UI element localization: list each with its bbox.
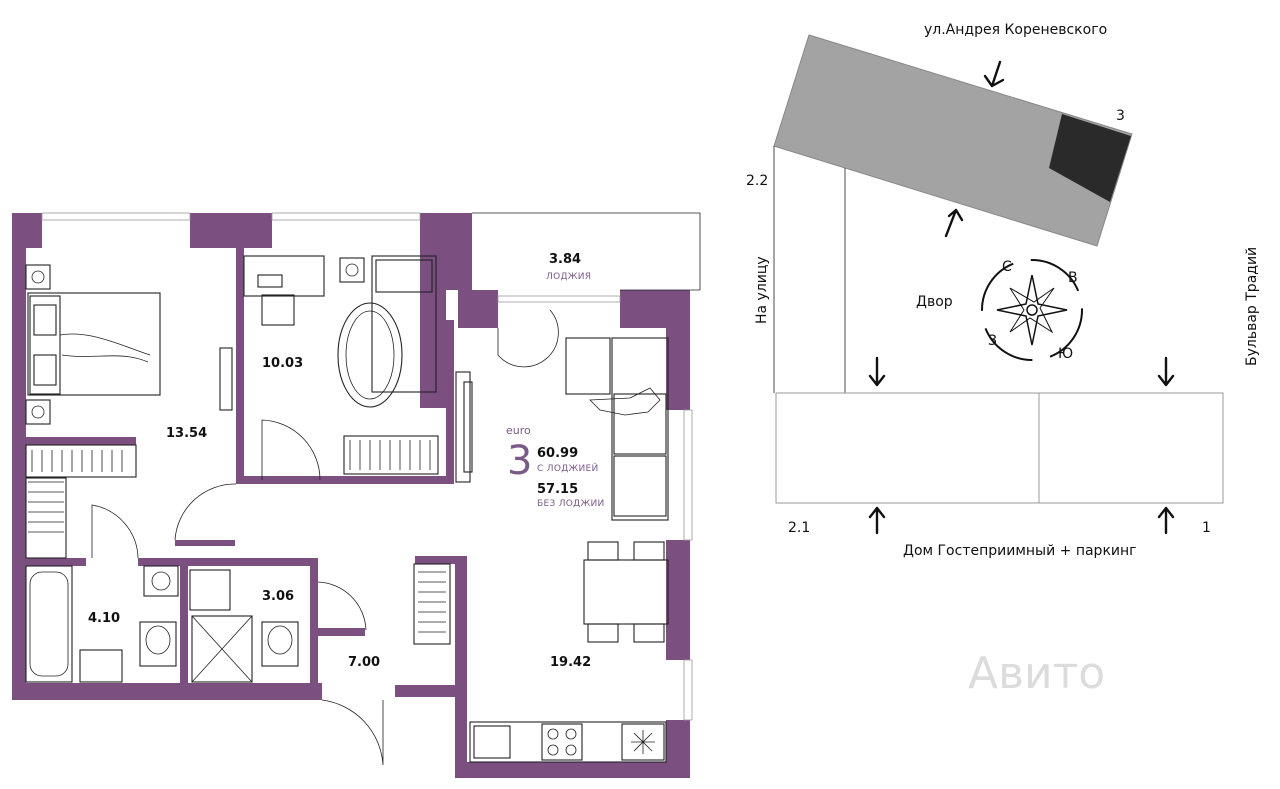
lower-building-left [775,392,1040,504]
loggia-area: 3.84 [549,252,581,267]
entrance-21-label: 2.1 [788,520,810,536]
area-without-loggia-caption: БЕЗ ЛОДЖИИ [537,499,605,509]
site-plan: С В Ю З ул.Андрея Кореневского Двор Дом … [746,22,1260,699]
yard-boundary [773,146,846,393]
highlighted-section [1049,114,1131,202]
room-labels: 13.54 10.03 3.84 ЛОДЖИЯ 19.42 4.10 3.06 … [88,252,591,670]
outer-walls [12,213,690,778]
bedroom-2-area: 10.03 [262,356,303,371]
loggia-outline [472,212,701,291]
lower-building-right [1038,392,1224,504]
entrance-22-label: 2.2 [746,173,768,189]
doors [91,309,559,766]
street-top-label: ул.Андрея Кореневского [924,22,1107,38]
compass-south: Ю [1058,346,1073,362]
interior-walls [26,244,467,688]
area-with-loggia-caption: С ЛОДЖИЕЙ [537,462,599,474]
watermark: Авито [968,648,1105,699]
bathroom-area: 4.10 [88,611,120,626]
street-left-label: На улицу [754,256,770,324]
bedroom-1-furniture [25,264,233,559]
entrance-arrows [868,60,1175,535]
yard-label: Двор [916,294,953,310]
street-right-label: Бульвар Традий [1244,247,1260,366]
shower-area: 3.06 [262,589,294,604]
floor-plan: 13.54 10.03 3.84 ЛОДЖИЯ 19.42 4.10 3.06 … [12,212,701,778]
apartment-class: euro [506,424,531,437]
compass-west: З [988,333,997,349]
compass-east: В [1068,270,1078,286]
hall-area: 7.00 [348,655,380,670]
bedroom-1-area: 13.54 [166,426,207,441]
living-furniture [413,337,669,763]
compass-rose: С В Ю З [981,259,1083,362]
entrance-3-label: 3 [1116,108,1125,124]
apartment-summary: euro 3 60.99 С ЛОДЖИЕЙ 57.15 БЕЗ ЛОДЖИИ [506,424,605,509]
main-building [773,34,1133,247]
loggia-caption: ЛОДЖИЯ [546,272,591,282]
living-area: 19.42 [550,655,591,670]
bathroom-furniture [25,565,299,683]
bedroom-2-furniture [243,255,439,475]
area-with-loggia: 60.99 [537,446,578,461]
entrance-1-label: 1 [1202,520,1211,536]
compass-north: С [1002,259,1012,275]
apartment-rooms: 3 [507,438,532,484]
windows [41,212,693,721]
street-bottom-label: Дом Гостеприимный + паркинг [903,543,1137,559]
area-without-loggia: 57.15 [537,482,578,497]
